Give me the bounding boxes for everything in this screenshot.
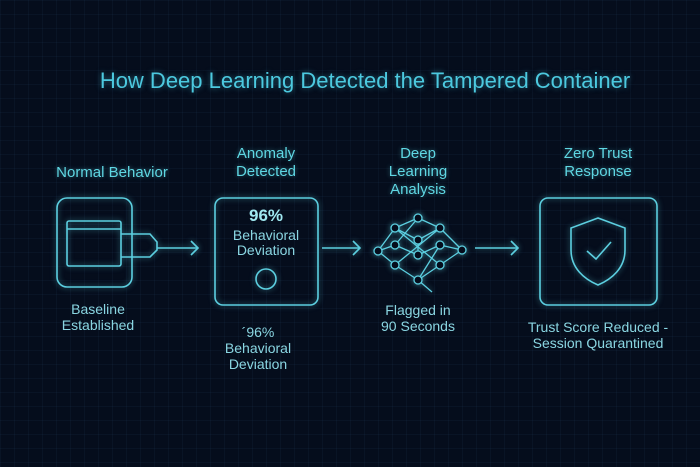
- anomaly-box: [214, 197, 319, 306]
- circle-icon: [255, 268, 277, 290]
- shield-check-icon: [539, 197, 658, 306]
- page-title: How Deep Learning Detected the Tampered …: [99, 68, 631, 93]
- arrow-icon: [322, 240, 362, 256]
- arrow-icon: [157, 240, 200, 256]
- container-icon: [56, 197, 158, 288]
- step-heading-normal-behavior: Normal Behavior: [56, 164, 168, 181]
- arrow-icon: [475, 240, 520, 256]
- step-caption-trust-score: Trust Score Reduced -Session Quarantined: [527, 319, 669, 351]
- deviation-value: 96%: [248, 206, 284, 225]
- neural-network-brain-icon: [373, 213, 467, 293]
